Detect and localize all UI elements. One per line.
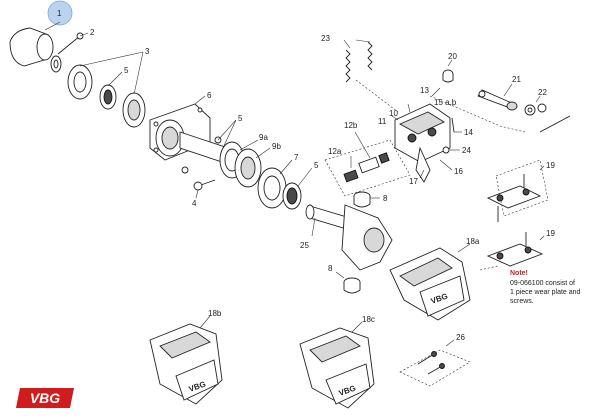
part-22-nut: [524, 95, 571, 133]
part-21-lever: [477, 83, 518, 111]
callout-1-highlight[interactable]: [47, 0, 73, 26]
part-23-springs: [343, 39, 399, 113]
callout-8b: 8: [328, 264, 333, 273]
part-5-bearing-3: [282, 167, 313, 210]
callout-15: 15 a,b: [434, 98, 457, 107]
part-8-plug-lower: [335, 271, 361, 294]
callout-13: 13: [420, 86, 429, 95]
callout-5b: 5: [238, 114, 243, 123]
callout-9a: 9a: [259, 133, 268, 142]
note-title: Note!: [510, 270, 528, 277]
callout-24: 24: [462, 146, 471, 155]
callout-5a: 5: [124, 66, 129, 75]
callout-5c: 5: [314, 161, 319, 170]
part-8-plug-upper: [353, 191, 380, 208]
callout-12b: 12b: [344, 121, 358, 130]
note-line-3: screws.: [510, 298, 534, 305]
part-13-leads: [429, 87, 526, 133]
part-4-bolt: [193, 179, 216, 199]
callout-4: 4: [192, 199, 197, 208]
part-1-cap: [9, 21, 61, 67]
vbg-logo: VBG: [16, 388, 74, 408]
callout-19b: 19: [546, 229, 555, 238]
callout-3: 3: [145, 47, 150, 56]
part-3-ring-2: [122, 92, 146, 128]
callout-10: 10: [389, 109, 398, 118]
note-line-2: 1 piece wear plate and: [510, 289, 581, 296]
callout-18c: 18c: [362, 315, 375, 324]
callout-22: 22: [538, 88, 547, 97]
part-24-screw: [442, 146, 460, 154]
callout-21: 21: [512, 75, 521, 84]
part-18a-coupling-jaw: VBG: [389, 243, 471, 321]
callout-14: 14: [464, 128, 473, 137]
callout-23: 23: [321, 34, 330, 43]
part-10-coupling-head: [391, 103, 451, 183]
part-25-shaft: [305, 204, 393, 271]
part-12-spring-assembly: [324, 131, 411, 197]
part-26-screws: [399, 339, 471, 387]
callout-26: 26: [456, 333, 465, 342]
part-14-pin: [451, 117, 462, 133]
callout-17: 17: [409, 177, 418, 186]
part-2-pin: [50, 32, 89, 73]
part-20-plug: [442, 59, 454, 83]
callout-9b: 9b: [272, 142, 281, 151]
callout-1: 1: [57, 9, 62, 18]
callout-11: 11: [378, 117, 387, 126]
part-19-plate-upper: [486, 159, 549, 222]
callout-19a: 19: [546, 161, 555, 170]
part-19-plate-lower: [479, 232, 545, 271]
callout-16: 16: [454, 167, 463, 176]
note-line-1: 09-066100 consist of: [510, 280, 575, 287]
callout-18a: 18a: [466, 237, 480, 246]
callout-6: 6: [207, 91, 212, 100]
callout-25: 25: [300, 241, 309, 250]
part-5-bolts: [181, 119, 237, 174]
part-9b-ring: [234, 147, 271, 188]
part-5-bearing-1: [99, 71, 123, 110]
callout-2: 2: [90, 28, 95, 37]
callout-7: 7: [294, 153, 299, 162]
callout-8a: 8: [383, 194, 388, 203]
callout-20: 20: [448, 52, 457, 61]
part-18c-coupling-jaw: VBG: [299, 321, 375, 409]
part-3-ring: [67, 51, 144, 105]
part-7-ring: [257, 159, 293, 209]
logo-text: VBG: [30, 390, 60, 406]
callout-18b: 18b: [208, 309, 222, 318]
part-16-spring: [439, 159, 453, 171]
part-18b-coupling-jaw: VBG: [149, 315, 223, 405]
callout-12a: 12a: [328, 147, 342, 156]
